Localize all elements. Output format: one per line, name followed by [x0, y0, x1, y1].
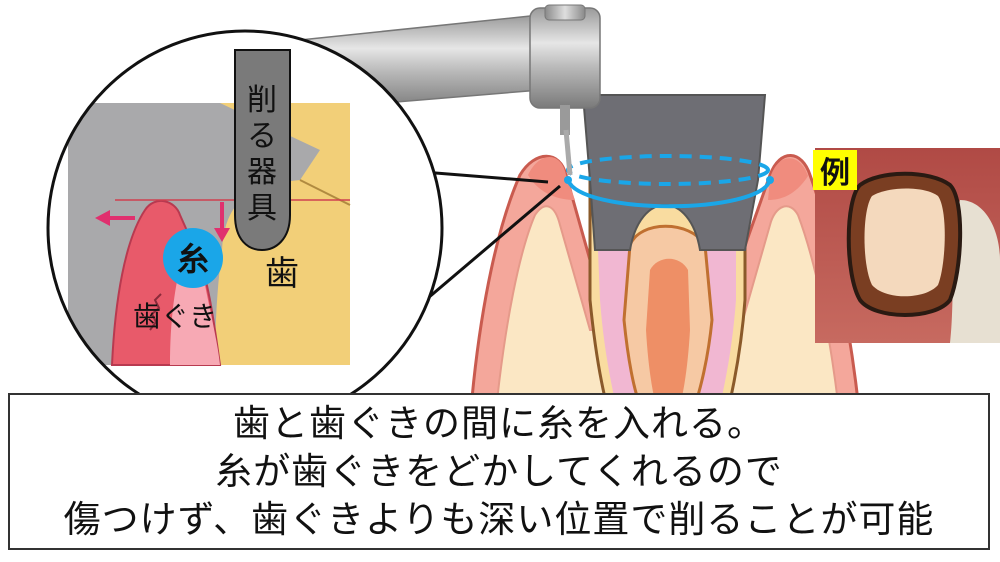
gum-tip-right — [768, 158, 808, 200]
caption-line-3: 傷つけず、歯ぐきよりも深い位置で削ることが可能 — [63, 497, 935, 541]
prepared-tooth-core — [864, 188, 945, 297]
instrument-label-3: 器 — [247, 155, 277, 190]
pulp-core — [646, 258, 690, 405]
push-arrow-down — [214, 202, 230, 242]
caption-box: 歯と歯ぐきの間に糸を入れる。 糸が歯ぐきをどかしてくれるので 傷つけず、歯ぐきよ… — [8, 393, 990, 550]
inset-instrument — [234, 49, 291, 252]
thread-label: 糸 — [177, 240, 209, 278]
instrument-label-1: 削 — [247, 83, 277, 118]
push-arrow-left — [95, 210, 135, 226]
instrument-label-2: る — [247, 119, 277, 154]
magnified-inset — [46, 29, 444, 427]
gum-tip-left — [528, 156, 575, 200]
thread-circle — [163, 228, 223, 288]
tooth-label: 歯 — [265, 254, 299, 294]
thread-loop-front — [566, 178, 772, 209]
caption-line-1: 歯と歯ぐきの間に糸を入れる。 — [233, 401, 765, 445]
caption-line-2: 糸が歯ぐきをどかしてくれるので — [215, 449, 783, 493]
tooth-cross-section — [468, 94, 862, 422]
example-photo — [815, 148, 1000, 343]
gum-label: 歯ぐき — [133, 300, 217, 333]
instrument-label-4: 具 — [247, 191, 277, 226]
example-label: 例 — [813, 150, 857, 191]
drill-bur — [563, 129, 573, 176]
